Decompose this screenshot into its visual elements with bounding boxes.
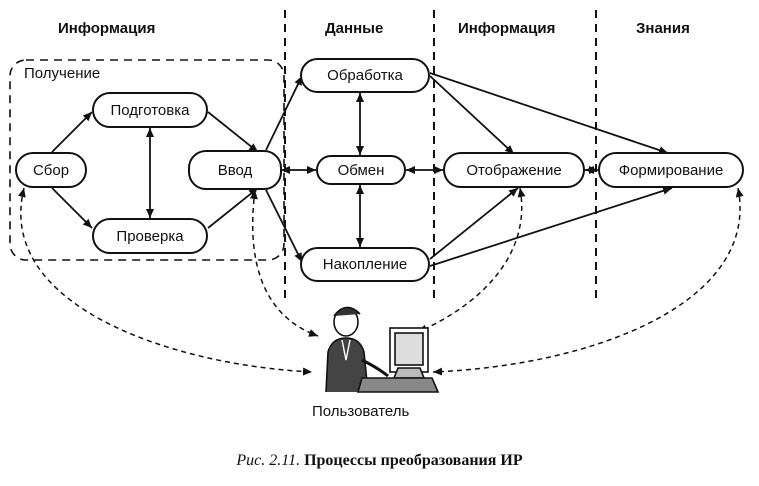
node-obmen: Обмен — [316, 155, 406, 185]
node-nakoplenie: Накопление — [300, 247, 430, 282]
arrow-nakoplenie-formirovanie — [429, 186, 673, 267]
figure-number: Рис. 2.11. — [236, 452, 301, 469]
arrow-vvod-obrabotka — [265, 75, 303, 151]
arrow-obrabotka-otobrazhenie — [429, 75, 515, 155]
header-information-right: Информация — [458, 20, 556, 37]
figure-title: Процессы преобразования ИР — [304, 452, 523, 469]
user-label: Пользователь — [312, 403, 410, 420]
arrow-sbor-podgotovka — [51, 111, 93, 153]
node-otobrazhenie: Отображение — [443, 152, 585, 188]
dashed-arrow-formirovanie-user — [432, 187, 744, 376]
node-proverka: Проверка — [92, 218, 208, 254]
arrow-podgotovka-vvod — [207, 111, 259, 153]
node-vvod: Ввод — [188, 150, 282, 190]
dashed-arrow-vvod-user — [249, 189, 319, 337]
figure-caption: Рис. 2.11. Процессы преобразования ИР — [0, 452, 759, 470]
header-information-left: Информация — [58, 20, 156, 37]
user-at-computer-icon — [325, 306, 440, 393]
node-podgotovka: Подготовка — [92, 92, 208, 128]
dashed-arrow-sbor-user — [17, 187, 313, 376]
header-knowledge: Знания — [636, 20, 690, 37]
acquisition-group-label: Получение — [24, 65, 101, 82]
node-sbor: Сбор — [15, 152, 87, 188]
arrow-obrabotka-formirovanie — [429, 72, 669, 154]
arrow-nakoplenie-otobrazhenie — [429, 187, 519, 260]
arrow-proverka-vvod — [207, 187, 259, 229]
arrow-sbor-proverka — [51, 187, 93, 229]
header-data: Данные — [325, 20, 384, 37]
node-formirovanie: Формирование — [598, 152, 744, 188]
node-obrabotka: Обработка — [300, 58, 430, 93]
